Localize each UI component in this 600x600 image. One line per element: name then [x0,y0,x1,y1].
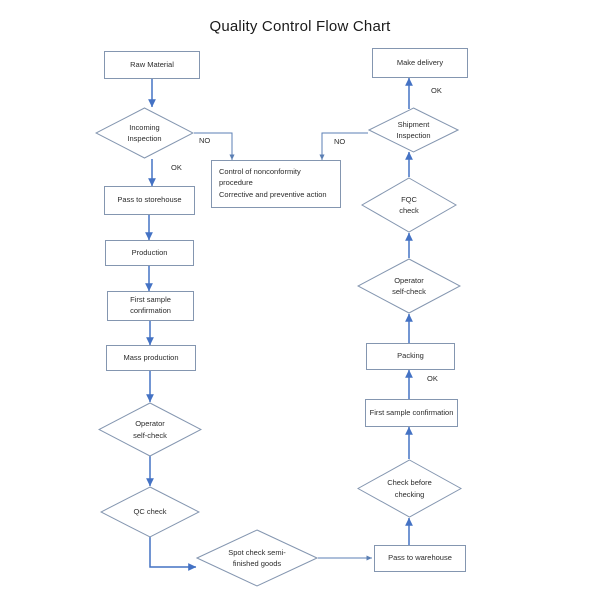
node-incoming-inspection[interactable]: Incoming Inspection [95,107,194,159]
node-spot-check-semi-finished-goods[interactable]: Spot check semi- finished goods [196,529,318,587]
edge-shipment-no [319,132,368,161]
node-label: Production [131,247,168,257]
node-mass-production[interactable]: Mass production [106,345,196,371]
node-label-line1: First sample [130,295,171,305]
node-label: Pass to storehouse [117,195,182,205]
node-label: Packing [397,351,424,361]
node-label: Mass production [123,352,179,362]
node-production[interactable]: Production [105,240,194,266]
diamond-shape [95,107,194,159]
node-label: First sample confirmation [369,407,454,417]
label-no-right: NO [334,137,346,146]
diamond-shape [357,459,462,518]
diamond-shape [368,107,459,153]
node-qc-check[interactable]: QC check [100,486,200,538]
node-pass-to-warehouse[interactable]: Pass to warehouse [374,545,466,572]
node-shipment-inspection[interactable]: Shipment Inspection [368,107,459,153]
node-label: Pass to warehouse [388,553,452,563]
label-ok-delivery: OK [431,86,442,95]
node-label: Raw Material [130,59,174,69]
node-raw-material[interactable]: Raw Material [104,51,200,79]
node-label: Make delivery [396,57,444,67]
node-pass-to-storehouse[interactable]: Pass to storehouse [104,186,195,215]
node-nonconformity-procedure[interactable]: Control of nonconformity procedure Corre… [211,160,341,208]
node-label-line2: confirmation [130,306,171,315]
node-fqc-check[interactable]: FQC check [361,177,457,233]
node-first-sample-confirmation-left[interactable]: First sample confirmation [107,291,194,321]
diamond-shape [98,402,202,457]
node-first-sample-confirmation-right[interactable]: First sample confirmation [365,399,458,427]
label-ok-left: OK [171,163,182,172]
nonconformity-line-1: Control of nonconformity procedure [219,166,301,187]
edge-incoming-no [194,132,235,161]
nonconformity-line-2: Corrective and preventive action [219,190,327,200]
node-operator-self-check-right[interactable]: Operator self-check [357,258,461,314]
diamond-shape [361,177,457,233]
label-ok-packing: OK [427,374,438,383]
node-check-before-checking[interactable]: Check before checking [357,459,462,518]
diamond-shape [357,258,461,314]
node-packing[interactable]: Packing [366,343,455,370]
page-title: Quality Control Flow Chart [209,18,391,35]
diamond-shape [196,529,318,587]
node-make-delivery[interactable]: Make delivery [372,48,468,78]
diamond-shape [100,486,200,538]
node-operator-self-check-left[interactable]: Operator self-check [98,402,202,457]
label-no-left: NO [199,136,211,145]
edge-qc-to-spotcheck [149,537,197,571]
